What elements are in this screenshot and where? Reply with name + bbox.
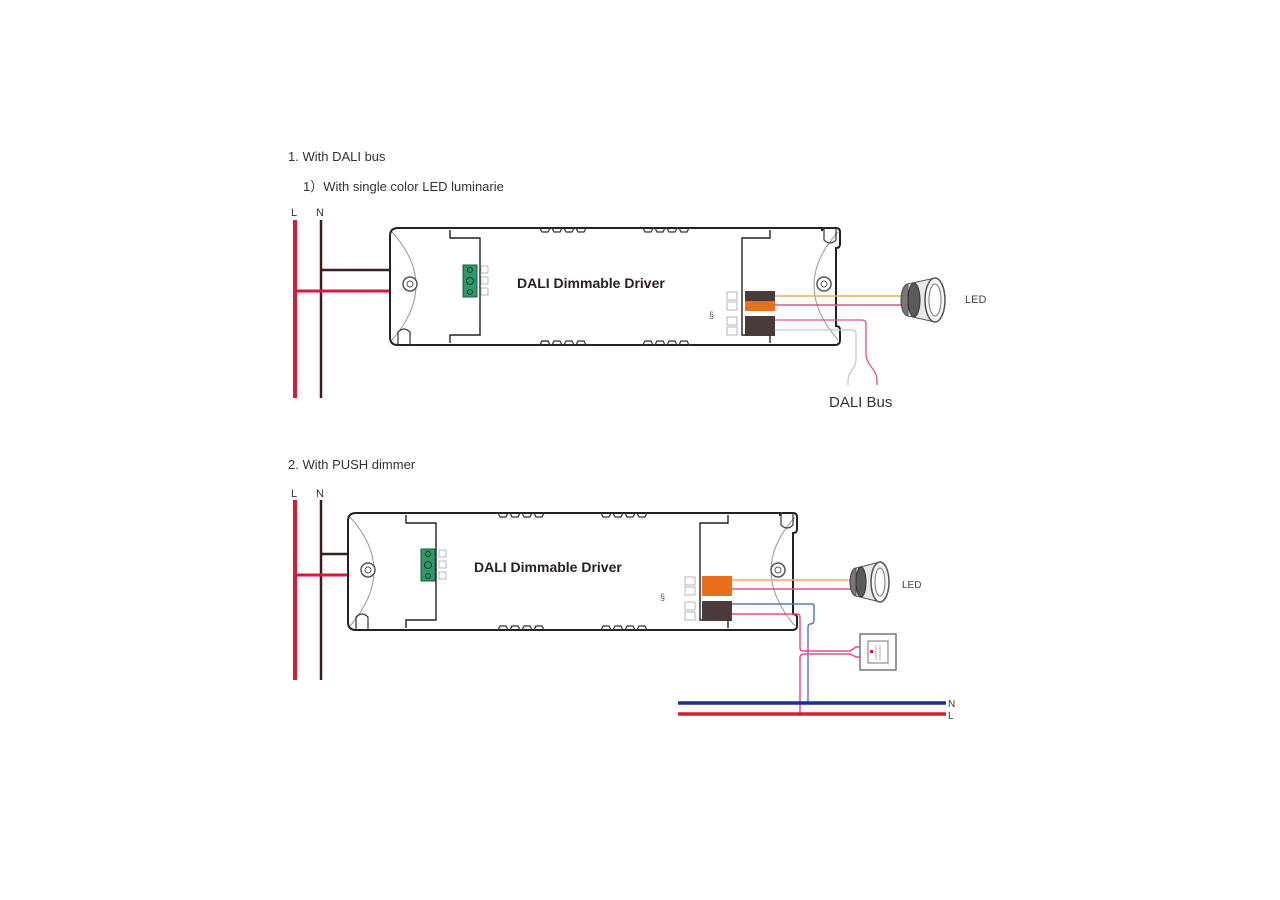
section1-led-icon [900,277,946,323]
section1-dali-wire-a [775,319,878,385]
section2-led-label: LED [902,580,921,591]
svg-text:§: § [709,310,714,320]
section1-n-label: N [316,207,324,219]
section1-l-label: L [291,207,297,219]
section2-driver: DALI Dimmable Driver [347,512,798,631]
mains-line-label: L [948,711,954,722]
section2-diagram: L N DALI Dimmable Driver [291,488,955,722]
section2-l-label: L [291,488,297,500]
section1-input-terminal [462,264,489,298]
section1-title: 1. With DALI bus [288,149,386,164]
mains-neutral-label: N [948,699,955,710]
section2-n-label: N [316,488,324,500]
section1-subtitle: 1）With single color LED luminarie [303,179,504,194]
section2-push-blue-wire [732,603,815,704]
section1-dali-bus-label: DALI Bus [829,394,892,411]
section1-output-terminals: § [709,291,775,336]
svg-text:§: § [660,592,665,602]
push-dimmer-switch [859,633,897,671]
section2-title: 2. With PUSH dimmer [288,457,416,472]
section2-output-terminals: § [660,576,732,621]
section1-diagram: L N DAL [291,207,986,411]
section1-led-label: LED [965,294,986,306]
section2-led-icon [849,561,890,603]
section1-dali-wire-b [775,329,857,385]
section2-input-terminal [420,548,447,582]
section1-driver-label: DALI Dimmable Driver [517,275,665,291]
section2-push-return-wire [799,653,862,714]
section2-push-red-wire [732,613,862,652]
section1-driver: DALI Dimmable Driver [389,227,841,346]
section2-driver-label: DALI Dimmable Driver [474,559,622,575]
